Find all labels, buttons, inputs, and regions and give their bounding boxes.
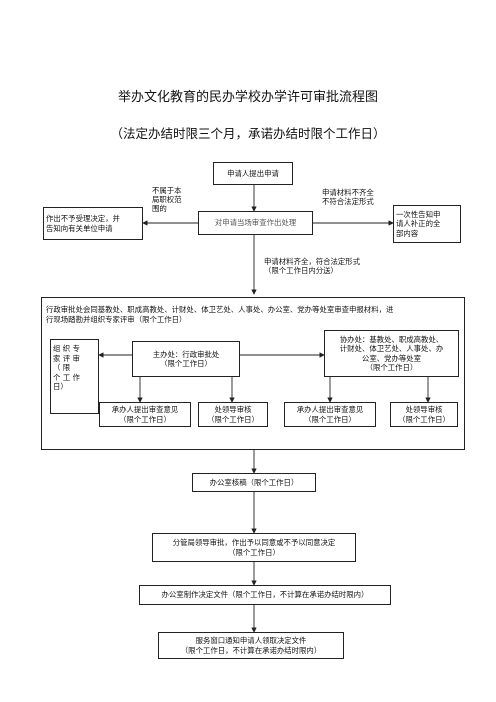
page-subtitle: （法定办结时限三个月，承诺办结时限个工作日） [110, 126, 386, 141]
node-notify-text: 一次性告知申 请人补正的全 部内容 [396, 209, 441, 238]
node-main-dept-text: 主办处：行政审批处 （限个工作日） [152, 349, 220, 369]
node-lead-main-text: 处领导审核 （限个工作日） [207, 405, 259, 424]
label-materials-complete: 申请材料齐全，符合法定形式 （限个工作日内分送） [264, 257, 361, 276]
node-leader-approve: 分管局领导审批，作出予以同意或不予以同意决定 （限个工作日） [152, 533, 356, 562]
node-lead-co: 处领导审核 （限个工作日） [390, 402, 458, 427]
node-leader-approve-text: 分管局领导审批，作出予以同意或不予以同意决定 （限个工作日） [172, 538, 336, 557]
node-apply: 申请人提出申请 [213, 162, 293, 185]
node-make-document-text: 办公室制作决定文件（限个工作日，不计算在承诺办结时限内） [161, 590, 369, 600]
node-office-check-text: 办公室核稿（限个工作日） [209, 477, 299, 487]
node-apply-text: 申请人提出申请 [227, 168, 279, 178]
node-service-window-text: 服务窗口通知申请人领取决定文件 （限个工作日，不计算在承诺办结时限内） [180, 636, 322, 655]
node-co-dept: 协办处：基教处、职成高教处、 计财处、体卫艺处、人事处、办 公室、党办等处室 （… [324, 330, 459, 377]
node-handler-main: 承办人提出审查意见 （限个工作日） [99, 402, 191, 427]
node-co-dept-text: 协办处：基教处、职成高教处、 计财处、体卫艺处、人事处、办 公室、党办等处室 （… [339, 334, 444, 373]
node-reject: 作出不予受理决定，并 告知向有关单位申请 [43, 207, 143, 240]
node-office-check: 办公室核稿（限个工作日） [192, 473, 316, 492]
node-reject-text: 作出不予受理决定，并 告知向有关单位申请 [46, 214, 120, 233]
label-materials-incomplete: 申请材料不齐全 不符合法定形式 [322, 188, 374, 207]
node-review: 对申请当场审查作出处理 [198, 211, 313, 235]
node-lead-co-text: 处领导审核 （限个工作日） [398, 405, 450, 424]
node-expert-text: 组 织 专 家 评 审 （ 限 个 工 作 日） [53, 344, 80, 391]
node-notify: 一次性告知申 请人补正的全 部内容 [393, 205, 461, 243]
review-container [41, 297, 465, 450]
node-main-dept: 主办处：行政审批处 （限个工作日） [132, 341, 240, 377]
node-handler-co-text: 承办人提出审查意见 （限个工作日） [296, 405, 364, 424]
page-title: 举办文化教育的民办学校办学许可审批流程图 [117, 90, 378, 105]
node-make-document: 办公室制作决定文件（限个工作日，不计算在承诺办结时限内） [139, 585, 391, 605]
review-container-text: 行政审批处会同基教处、职成高教处、计财处、体卫艺处、人事处、办公室、党办等处室审… [46, 305, 394, 324]
node-handler-main-text: 承办人提出审查意见 （限个工作日） [111, 405, 179, 424]
label-not-in-scope: 不属于本 局职权范 围的 [152, 186, 182, 214]
node-expert-review: 组 织 专 家 评 审 （ 限 个 工 作 日） [50, 339, 99, 414]
node-review-text: 对申请当场审查作出处理 [214, 218, 297, 228]
node-service-window: 服务窗口通知申请人领取决定文件 （限个工作日，不计算在承诺办结时限内） [158, 632, 344, 659]
node-lead-main: 处领导审核 （限个工作日） [198, 402, 268, 427]
node-handler-co: 承办人提出审查意见 （限个工作日） [284, 402, 376, 427]
